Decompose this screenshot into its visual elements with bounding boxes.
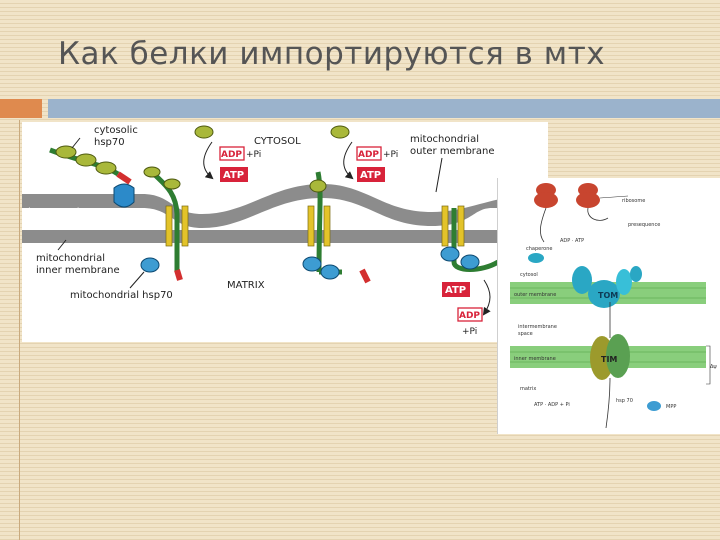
mito-hsp70-1 bbox=[140, 257, 160, 273]
precursor-chain-3 bbox=[315, 171, 323, 273]
label-ribosome: ribosome bbox=[622, 198, 645, 204]
protein-import-svg: cytosolic hsp70 ADP +Pi ATP CYTOSOL ADP … bbox=[22, 125, 548, 337]
adp-label-2: ADP bbox=[358, 150, 379, 160]
hsp70-free-2 bbox=[330, 125, 350, 139]
channel-1 bbox=[165, 205, 189, 247]
label-adp-atp-top: ADP · ATP bbox=[560, 238, 584, 244]
label-tom: TOM bbox=[598, 291, 618, 300]
pi-label-1: +Pi bbox=[246, 150, 261, 160]
chaperone bbox=[528, 253, 544, 263]
atp-label-2: ATP bbox=[360, 170, 381, 181]
atp-label-1: ATP bbox=[223, 170, 244, 181]
label-intermembrane: intermembrane bbox=[28, 207, 106, 218]
atp-box-3 bbox=[442, 282, 470, 297]
hsp70-e bbox=[163, 178, 181, 190]
hsp70-free-1 bbox=[194, 125, 214, 139]
ribosome-2 bbox=[576, 183, 600, 208]
mito-hsp70-4 bbox=[440, 246, 460, 262]
label-presequence: presequence bbox=[628, 222, 660, 228]
adp-box-2 bbox=[356, 146, 382, 161]
label-adp-atp-bottom: ATP · ADP + Pi bbox=[534, 402, 570, 408]
adp-box-3 bbox=[457, 307, 483, 322]
title-accent-bar-blue bbox=[48, 99, 720, 118]
receptor-1 bbox=[113, 183, 135, 208]
label-tim: TIM bbox=[601, 355, 617, 364]
adp-label-1: ADP bbox=[221, 150, 242, 160]
label-cytosol: CYTOSOL bbox=[254, 136, 301, 147]
channel-2 bbox=[307, 205, 331, 247]
label-cytosol: cytosol bbox=[520, 272, 538, 278]
vertical-rule bbox=[19, 120, 20, 540]
label-inner-membrane: inner membrane bbox=[514, 356, 556, 362]
channel-3 bbox=[441, 205, 465, 247]
label-outer-membrane: outer membrane bbox=[514, 292, 556, 298]
hsp70-c bbox=[95, 161, 117, 175]
label-intermembrane: intermembrane bbox=[518, 324, 557, 330]
hsp70-a bbox=[55, 145, 77, 159]
tom-tim-svg: ribosome presequence ADP · ATP chaperone… bbox=[510, 183, 717, 429]
label-space: space bbox=[28, 218, 57, 229]
label-cytosolic: cytosolic bbox=[94, 125, 138, 136]
hsp70-b bbox=[75, 153, 97, 167]
import-path bbox=[605, 302, 611, 429]
tom-tim-diagram: ribosome presequence ADP · ATP chaperone… bbox=[497, 178, 720, 434]
label-space: space bbox=[518, 331, 533, 337]
label-chaperone: chaperone bbox=[526, 246, 552, 252]
label-outer-membrane-1: mitochondrial bbox=[410, 134, 479, 145]
label-hsp70: hsp 70 bbox=[616, 398, 633, 404]
tim-complex bbox=[590, 334, 630, 380]
tom-complex bbox=[572, 266, 642, 308]
label-inner-membrane-2: inner membrane bbox=[36, 265, 120, 276]
atp-box-1 bbox=[220, 167, 248, 182]
atp-label-3: ATP bbox=[445, 285, 466, 296]
protein-import-diagram: cytosolic hsp70 ADP +Pi ATP CYTOSOL ADP … bbox=[22, 122, 548, 342]
label-matrix: MATRIX bbox=[227, 280, 265, 291]
label-delta-psi: Δψ bbox=[710, 364, 717, 370]
ribosome-1 bbox=[534, 183, 558, 208]
adp-box-1 bbox=[219, 146, 245, 161]
mito-hsp70-2 bbox=[302, 256, 322, 272]
label-matrix: matrix bbox=[520, 386, 536, 392]
mito-hsp70-5 bbox=[460, 254, 480, 270]
mito-hsp70-3 bbox=[320, 264, 340, 280]
inner-membrane bbox=[22, 230, 548, 243]
label-outer-membrane-2: outer membrane bbox=[410, 146, 495, 157]
atp-box-2 bbox=[357, 167, 385, 182]
label-mito-hsp70: mitochondrial hsp70 bbox=[70, 290, 173, 301]
matrix-hsp70 bbox=[647, 401, 661, 411]
presequence-2 bbox=[174, 269, 183, 281]
label-mpp: MPP bbox=[666, 404, 676, 410]
slide-title: Как белки импортируются в мтх bbox=[58, 36, 606, 72]
label-inner-membrane-1: mitochondrial bbox=[36, 253, 105, 264]
adp-label-3: ADP bbox=[459, 311, 480, 321]
precursor-chain-2 bbox=[152, 172, 180, 272]
pi-label-3: +Pi bbox=[462, 327, 477, 337]
outer-membrane bbox=[22, 184, 548, 228]
pi-label-2: +Pi bbox=[383, 150, 398, 160]
cleaved-presequence bbox=[359, 268, 371, 284]
presequence-1 bbox=[116, 171, 132, 185]
title-accent-bar-orange bbox=[0, 99, 42, 118]
label-hsp70: hsp70 bbox=[94, 137, 125, 148]
hsp70-f bbox=[309, 179, 327, 193]
hsp70-d bbox=[143, 166, 161, 178]
precursor-chain-4 bbox=[451, 208, 500, 272]
